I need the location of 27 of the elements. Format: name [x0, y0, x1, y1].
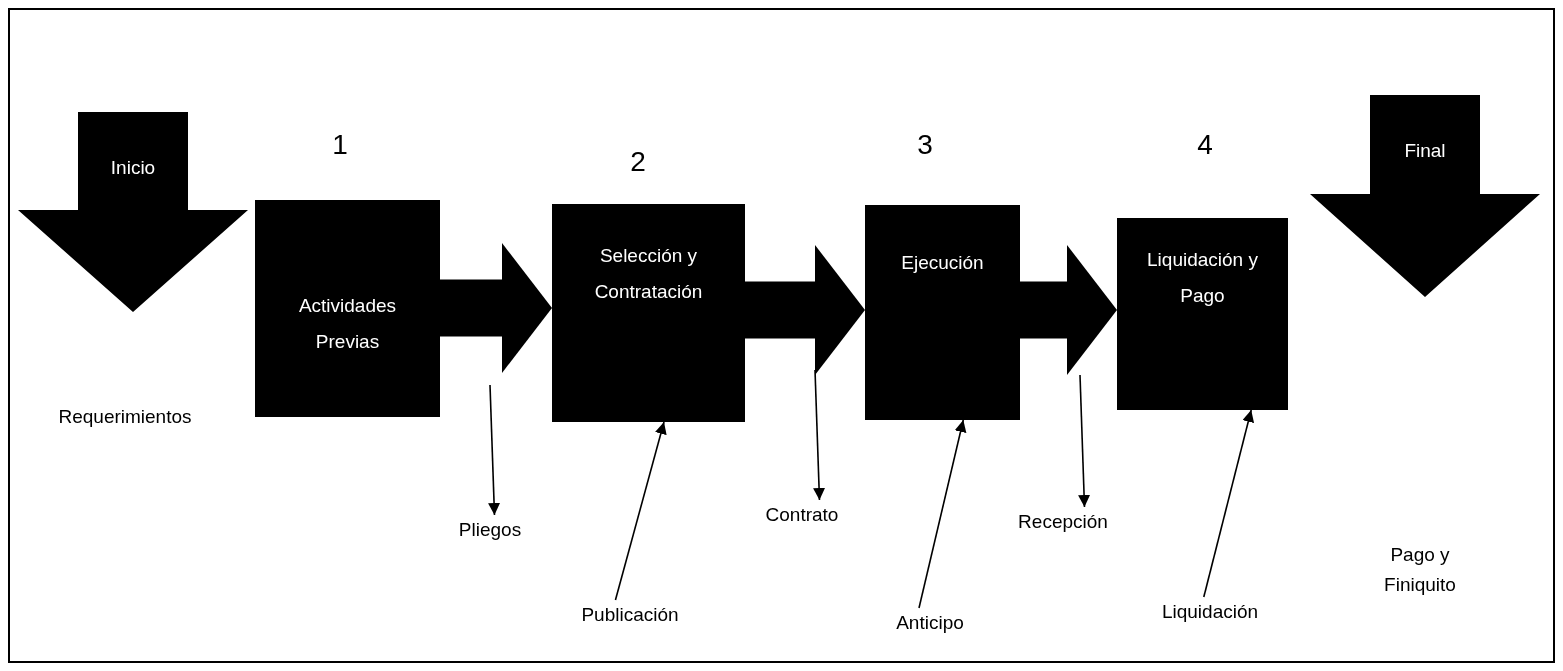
process-box: Selección y Contratación [552, 204, 745, 422]
block-arrow [1020, 245, 1117, 375]
step-output-label: Pliegos [452, 515, 528, 545]
step-number: 2 [629, 145, 647, 179]
step-number: 3 [916, 128, 934, 162]
step-output-label: Contrato [754, 500, 850, 530]
process-box: Liquidación y Pago [1117, 218, 1288, 410]
step-output-label: Publicación [565, 600, 695, 630]
arrow-label: Inicio [110, 156, 156, 180]
arrow-label: Final [1404, 139, 1446, 163]
arrow [1078, 374, 1091, 508]
step-number: 1 [331, 128, 349, 162]
block-arrow [440, 243, 552, 373]
step-output-label: Recepción [1008, 507, 1118, 537]
arrow [488, 384, 501, 516]
process-box: Actividades Previas [255, 200, 440, 417]
step-output-label: Liquidación [1145, 597, 1275, 627]
arrow [918, 419, 967, 609]
step-output-label: Anticipo [882, 608, 978, 638]
step-number: 4 [1196, 128, 1214, 162]
arrow [614, 421, 667, 601]
arrow [1203, 409, 1255, 598]
note-text: Pago y Finiquito [1383, 543, 1457, 597]
note-text: Requerimientos [57, 405, 193, 429]
block-arrow [745, 245, 865, 375]
arrow [813, 369, 826, 501]
process-box: Ejecución [865, 205, 1020, 420]
